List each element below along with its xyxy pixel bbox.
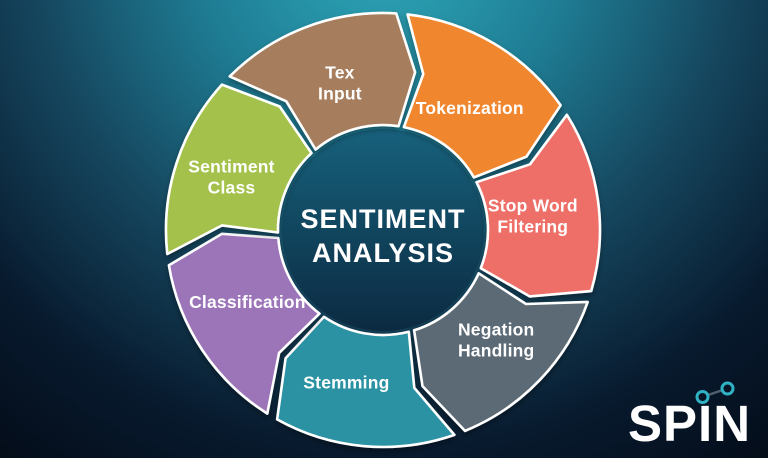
segment-tex-input <box>228 11 417 151</box>
brand-name-text: SPIN <box>628 395 751 452</box>
node-link-line <box>707 389 723 397</box>
brand-logo: SPIN <box>628 381 751 452</box>
segment-sentiment-class <box>164 83 313 256</box>
segment-stop-word-filtering <box>475 113 602 298</box>
segment-classification <box>167 232 321 415</box>
segment-stemming <box>275 315 456 449</box>
segment-label-classification: Classification <box>189 292 306 312</box>
wheel-center-circle <box>282 129 484 331</box>
node-ring-icon <box>720 381 735 396</box>
wheel-title-line1: SENTIMENT <box>300 204 465 234</box>
wheel-title-line2: ANALYSIS <box>312 238 454 268</box>
segment-negation-handling <box>412 272 589 433</box>
node-ring-icon <box>695 390 710 404</box>
wheel-segments <box>164 11 602 449</box>
segment-label-tokenization: Tokenization <box>416 98 524 118</box>
segment-tokenization <box>402 13 562 179</box>
segment-label-stemming: Stemming <box>303 373 389 393</box>
